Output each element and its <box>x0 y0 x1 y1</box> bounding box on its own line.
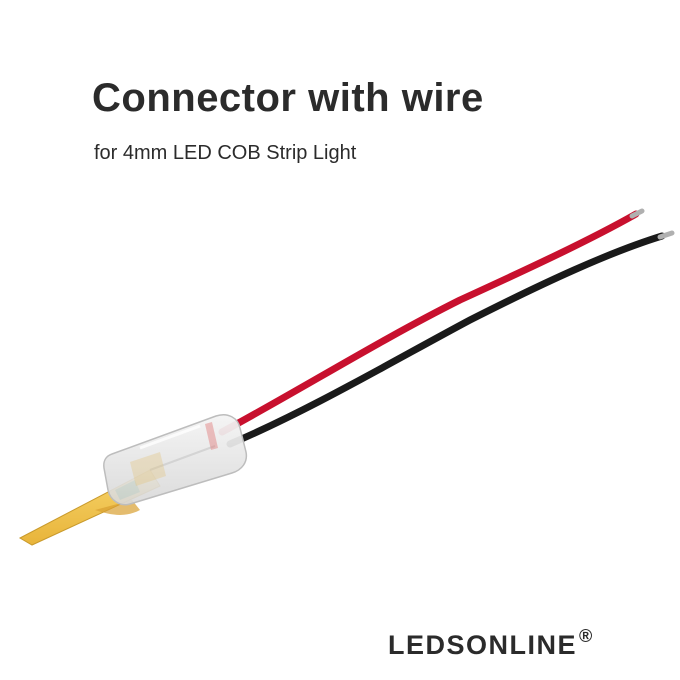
black-wire <box>226 232 666 448</box>
black-wire-tip <box>657 230 675 240</box>
red-wire <box>218 210 640 436</box>
red-wire-tip <box>629 208 645 219</box>
brand-name: LEDSONLINE <box>388 630 578 660</box>
page-subtitle: for 4mm LED COB Strip Light <box>94 142 357 164</box>
connector-clip <box>103 414 248 506</box>
registered-mark: ® <box>579 626 593 646</box>
brand-logo: LEDSONLINE® <box>388 626 592 661</box>
page-title: Connector with wire <box>92 76 484 120</box>
